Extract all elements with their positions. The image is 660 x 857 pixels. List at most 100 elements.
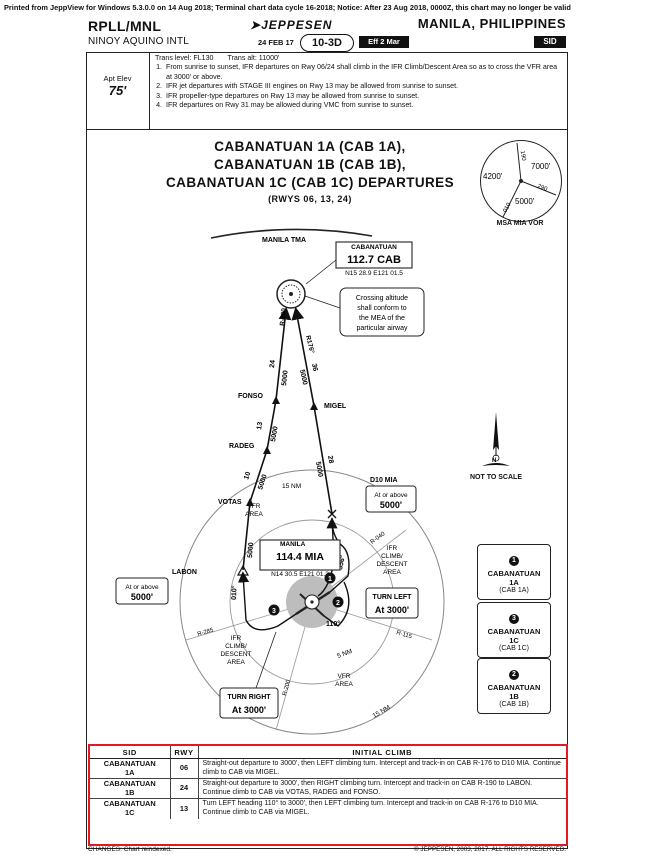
- legend-abbr: (CAB 1B): [499, 701, 529, 708]
- ifr-area-label: CLIMB/: [225, 643, 247, 650]
- segment-altitude: 5000: [281, 370, 290, 386]
- segment-distance: 10: [243, 471, 252, 481]
- legend-cab-1a: 1 CABANATUAN 1A (CAB 1A): [477, 544, 551, 600]
- chart-date: 24 FEB 17: [258, 38, 294, 47]
- airport-name: NINOY AQUINO INTL: [88, 36, 190, 47]
- brand-arrow-icon: ➤: [250, 18, 262, 32]
- msa-alt: 7000': [531, 162, 551, 171]
- tma-boundary: [210, 228, 373, 239]
- column-header-rwy: RWY: [170, 746, 199, 759]
- ifr-area-label: IFR: [231, 635, 242, 642]
- radial-label: R-040: [370, 531, 387, 546]
- apt-elev-label: Apt Elev: [103, 74, 132, 83]
- legend-marker: 3: [509, 614, 519, 624]
- runways-label: (RWYS 06, 13, 24): [268, 194, 352, 204]
- ring-15nm-label: 15 NM: [282, 483, 301, 490]
- legend-abbr: (CAB 1A): [499, 587, 529, 594]
- legend-name: CABANATUAN: [487, 683, 541, 692]
- briefing-notes: Trans level: FL130 Trans alt: 11000' Fro…: [155, 54, 563, 110]
- segment-altitude: 5000: [314, 461, 324, 478]
- procedure-title-line: CABANATUAN 1C (CAB 1C) DEPARTURES: [166, 175, 454, 190]
- chart-frame: [86, 52, 568, 849]
- ring-15nm: [179, 469, 445, 735]
- route-cab1c-departure: [323, 581, 350, 627]
- airport-elevation-cell: Apt Elev 75': [86, 52, 150, 130]
- sid-code: 1B: [125, 787, 135, 797]
- climb-cell: Turn LEFT heading 110° to 3000', then LE…: [198, 798, 566, 819]
- fix-votas-label: VOTAS: [218, 499, 242, 506]
- transition-info: Trans level: FL130 Trans alt: 11000': [155, 54, 563, 63]
- segment-altitude: 5000: [270, 426, 280, 443]
- d10-altitude: 5000': [380, 500, 402, 510]
- radial-label: R176°: [304, 335, 316, 355]
- segment-altitude: 5000: [247, 542, 255, 558]
- vfr-area-label: AREA: [245, 511, 263, 518]
- segment-altitude: 5000: [298, 369, 308, 386]
- crossing-note-box: [339, 287, 425, 337]
- note-item: From sunrise to sunset, IFR departures o…: [164, 63, 563, 82]
- segment-distance: 13: [256, 421, 264, 430]
- sid-marker-1c: [268, 604, 280, 616]
- fix-d10-icon: [327, 509, 337, 519]
- ring-15nm-label: 15 NM: [372, 704, 392, 720]
- mia-frequency: 114.4 MIA: [276, 551, 324, 563]
- legend-marker: 1: [509, 556, 519, 566]
- cab-coordinates: N15 28.9 E121 01.5: [345, 270, 403, 277]
- mia-coordinates: N14 30.5 E121 01.3: [271, 571, 329, 578]
- legend-name: CABANATUAN: [487, 627, 541, 636]
- sid-name: CABANATUAN: [103, 799, 156, 809]
- fix-fonso-icon: [272, 396, 280, 404]
- vfr-area-label: AREA: [335, 681, 353, 688]
- column-header-initial-climb: INITIAL CLIMB: [198, 746, 566, 759]
- route-fonso-cab: [242, 306, 292, 571]
- turn-right-box: [219, 687, 279, 719]
- route-migel-cab: [291, 306, 333, 515]
- segment-distance: 36: [310, 363, 318, 372]
- fix-fonso-label: FONSO: [238, 393, 263, 400]
- radial-label: R-200: [282, 679, 292, 697]
- legend-marker: 2: [509, 670, 519, 680]
- msa-alt: 4200': [483, 172, 503, 181]
- legend-cab-1b: 2 CABANATUAN 1B (CAB 1B): [477, 658, 551, 714]
- turn-left-altitude: At 3000': [375, 605, 409, 615]
- vfr-area-label: VFR: [248, 503, 261, 510]
- cab-navaid-box: [335, 241, 413, 269]
- climb-cell: Straight-out departure to 3000', then LE…: [198, 757, 566, 779]
- legend-abbr: (CAB 1C): [499, 645, 529, 652]
- radial-label: R-190: [279, 307, 288, 326]
- briefing-divider: [86, 129, 568, 130]
- legend-code: 1A: [509, 578, 519, 587]
- turn-right-label: TURN RIGHT: [227, 694, 271, 701]
- note-item: IFR propeller-type departures on Rwy 13 …: [164, 92, 563, 101]
- fix-migel-icon: [310, 402, 318, 410]
- not-to-scale-label: NOT TO SCALE: [470, 474, 522, 481]
- msa-circle: 7000' 4200' 5000' 190 290 010: [480, 140, 562, 222]
- ifr-area-label: AREA: [227, 659, 245, 666]
- procedure-title-line: CABANATUAN 1A (CAB 1A),: [214, 139, 406, 154]
- changes-note: CHANGES: Chart reindexed.: [88, 846, 172, 853]
- turn-left-label: TURN LEFT: [373, 594, 413, 601]
- msa-sectors: 7000' 4200' 5000' 190 290 010: [483, 142, 557, 218]
- radial-label: R-115: [395, 630, 413, 640]
- sid-code: 1A: [125, 767, 135, 777]
- ring-5nm-label: 5 NM: [336, 648, 353, 660]
- d10-altitude-label: At or above: [374, 492, 408, 499]
- legend-code: 1C: [509, 636, 519, 645]
- segment-altitude: 5000: [257, 474, 269, 491]
- city-name: MANILA, PHILIPPINES: [417, 16, 566, 31]
- legend-code: 1B: [509, 692, 519, 701]
- ifr-area-label: AREA: [383, 569, 401, 576]
- airport-identifier: RPLL/MNL: [88, 18, 162, 34]
- fix-radeg-label: RADEG: [229, 443, 255, 450]
- tma-label: MANILA TMA: [262, 237, 306, 244]
- msa-radial: 010: [503, 201, 513, 213]
- trans-level: Trans level: FL130: [155, 54, 214, 62]
- vfr-area-label: VFR: [338, 673, 351, 680]
- mia-name: MANILA: [280, 541, 306, 548]
- copyright-note: © JEPPESEN, 2003, 2017. ALL RIGHTS RESER…: [414, 846, 566, 853]
- mia-navaid-box: [259, 539, 341, 571]
